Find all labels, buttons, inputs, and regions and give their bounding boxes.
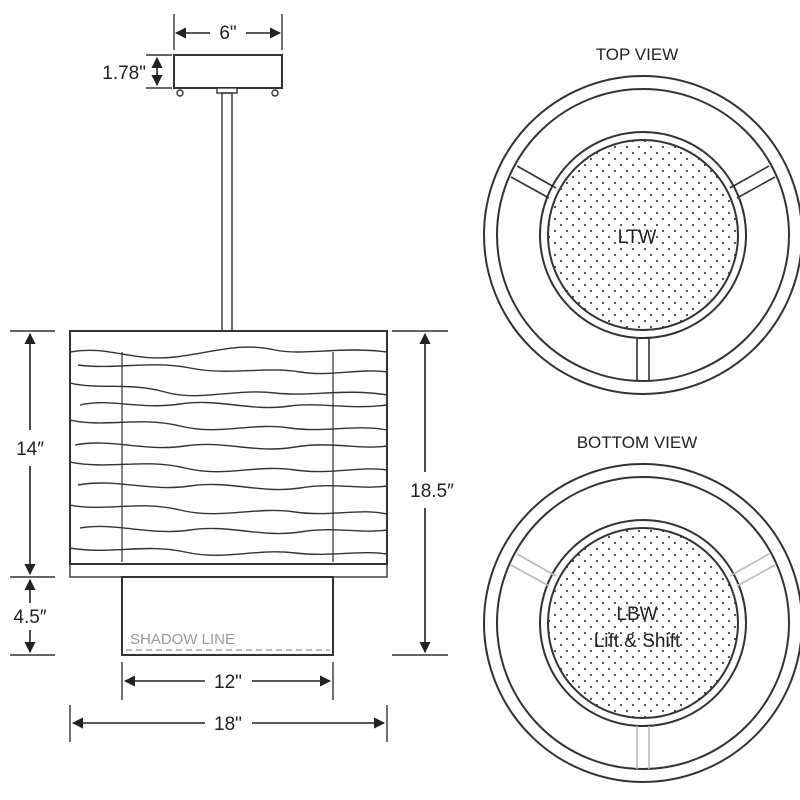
top-view-code: LTW: [618, 227, 657, 248]
bottom-view-inner-ring: [496, 476, 790, 770]
top-view-diffuser: [547, 139, 739, 331]
bottom-view-struts: [510, 553, 776, 769]
overall-height-label: 18.5″: [410, 481, 454, 502]
shade-height-label: 14″: [16, 439, 44, 460]
top-view: TOP VIEW LTW: [483, 45, 800, 395]
stem-collar: [216, 87, 238, 94]
canopy-screw-left: [176, 89, 184, 97]
canopy-width-label: 6": [219, 23, 236, 44]
side-elevation: SHADOW LINE: [69, 54, 388, 656]
overall-width-label: 18": [214, 714, 242, 735]
shadow-line-label: SHADOW LINE: [130, 631, 235, 648]
canopy-screw-right: [271, 89, 279, 97]
canopy-height-label: 1.78": [102, 63, 146, 84]
top-view-outer-ring: [483, 75, 800, 395]
top-view-struts: [510, 165, 776, 381]
bottom-view-outer-ring: [483, 463, 800, 783]
top-view-inner-ring: [496, 88, 790, 382]
dimension-lines: 6" 1.78" 14″ 4.5″ 18.5″ 12" 18: [10, 14, 454, 742]
bottom-view-diffuser: [547, 527, 739, 719]
diffuser-width-label: 12": [214, 672, 242, 693]
top-view-title: TOP VIEW: [596, 45, 679, 64]
shade-bottom-rim: [69, 563, 388, 578]
top-view-collar-ring: [539, 131, 747, 339]
shade-pattern: [70, 346, 387, 556]
diffuser-height-label: 4.5″: [13, 607, 46, 628]
bottom-view-title: BOTTOM VIEW: [577, 433, 698, 452]
bottom-view-feature: Lift & Shift: [594, 631, 681, 652]
diffuser: [121, 576, 334, 656]
bottom-view-code: LBW: [616, 604, 657, 625]
stem: [221, 92, 233, 332]
bottom-view: BOTTOM VIEW LBW Lift & Shift: [483, 433, 800, 783]
canopy: [173, 54, 283, 89]
bottom-view-collar-ring: [539, 519, 747, 727]
